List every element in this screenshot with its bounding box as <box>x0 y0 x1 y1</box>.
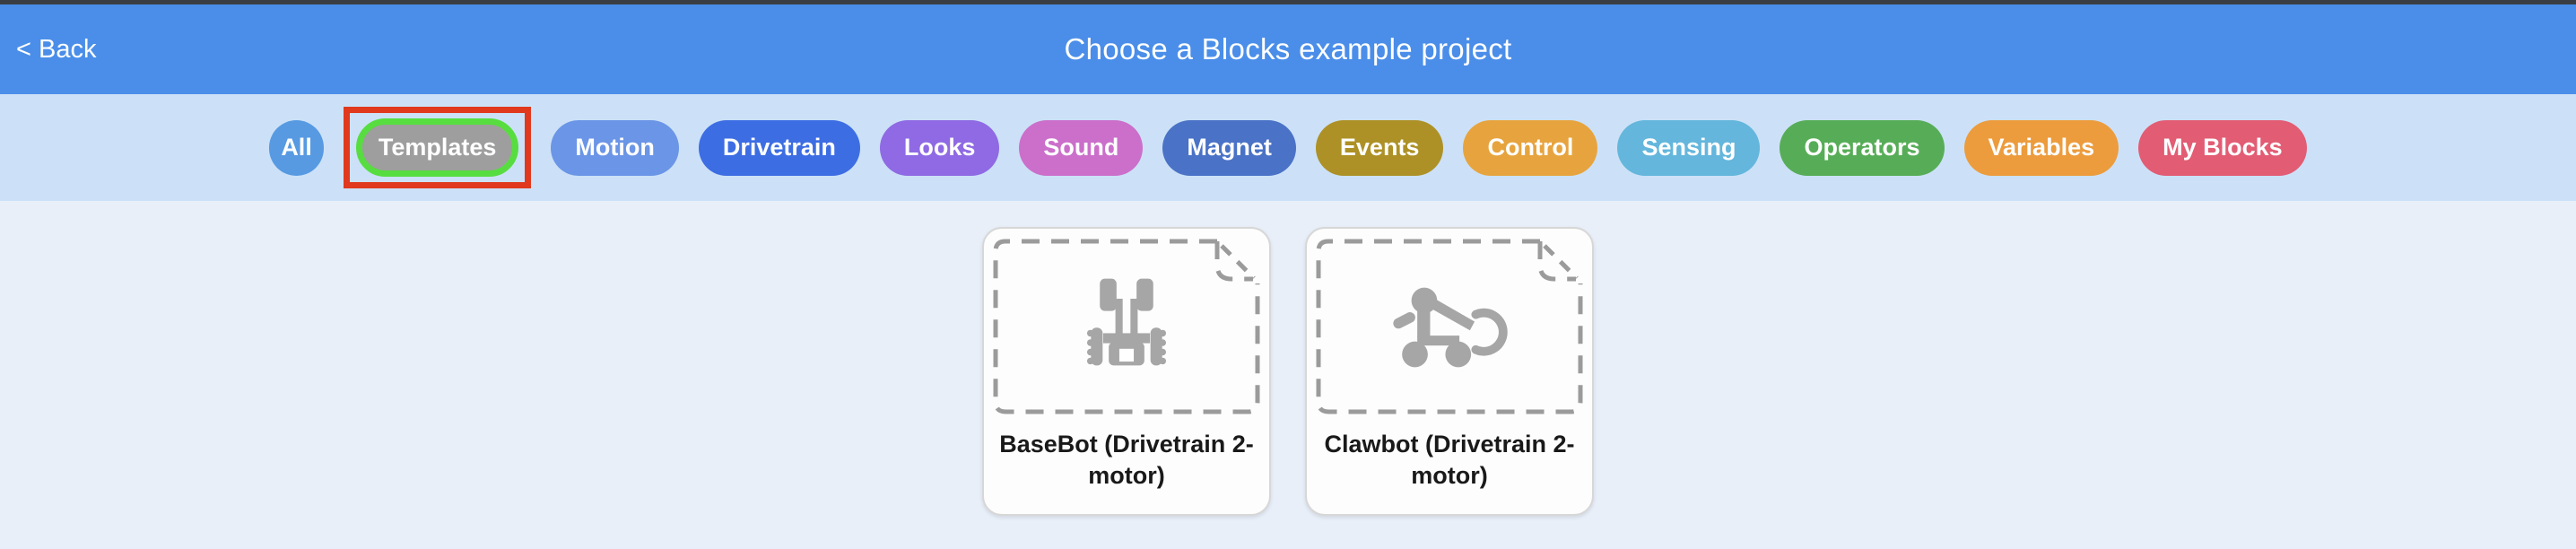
category-filter-bar: All Templates Motion Drivetrain Looks So… <box>0 94 2576 201</box>
project-card-title: BaseBot (Drivetrain 2-motor) <box>999 431 1254 490</box>
filter-sound[interactable]: Sound <box>1019 119 1144 176</box>
project-grid: BaseBot (Drivetrain 2-motor) <box>0 201 2576 549</box>
filter-templates[interactable]: Templates <box>355 118 519 177</box>
filter-drivetrain[interactable]: Drivetrain <box>698 119 860 176</box>
folded-corner-dashed-border-icon <box>993 239 1260 414</box>
filter-motion[interactable]: Motion <box>551 119 679 176</box>
folded-corner-dashed-border-icon <box>1316 239 1583 414</box>
page-title: Choose a Blocks example project <box>1064 32 1512 65</box>
project-icon-holder <box>1314 237 1585 416</box>
dashed-placeholder-frame <box>991 237 1262 416</box>
filter-looks[interactable]: Looks <box>879 119 1000 176</box>
filter-sensing[interactable]: Sensing <box>1617 119 1761 176</box>
project-card-title: Clawbot (Drivetrain 2-motor) <box>1324 431 1575 490</box>
clawbot-robot-icon <box>1393 287 1508 368</box>
back-button[interactable]: < Back <box>16 4 96 94</box>
filter-magnet[interactable]: Magnet <box>1162 119 1296 176</box>
filter-control[interactable]: Control <box>1463 119 1598 176</box>
filter-my-blocks[interactable]: My Blocks <box>2138 119 2307 176</box>
project-card-basebot[interactable]: BaseBot (Drivetrain 2-motor) <box>982 227 1271 516</box>
project-icon-holder <box>991 237 1262 416</box>
filter-variables[interactable]: Variables <box>1963 119 2119 176</box>
dashed-placeholder-frame <box>1314 237 1585 416</box>
project-card-clawbot[interactable]: Clawbot (Drivetrain 2-motor) <box>1305 227 1594 516</box>
header-bar: < Back Choose a Blocks example project <box>0 4 2576 94</box>
filter-all[interactable]: All <box>269 119 324 176</box>
filter-events[interactable]: Events <box>1315 119 1444 176</box>
filter-operators[interactable]: Operators <box>1780 119 1945 176</box>
annotation-highlight-box: Templates <box>343 107 532 188</box>
window-top-strip <box>0 0 2576 4</box>
basebot-robot-icon <box>1086 278 1167 366</box>
